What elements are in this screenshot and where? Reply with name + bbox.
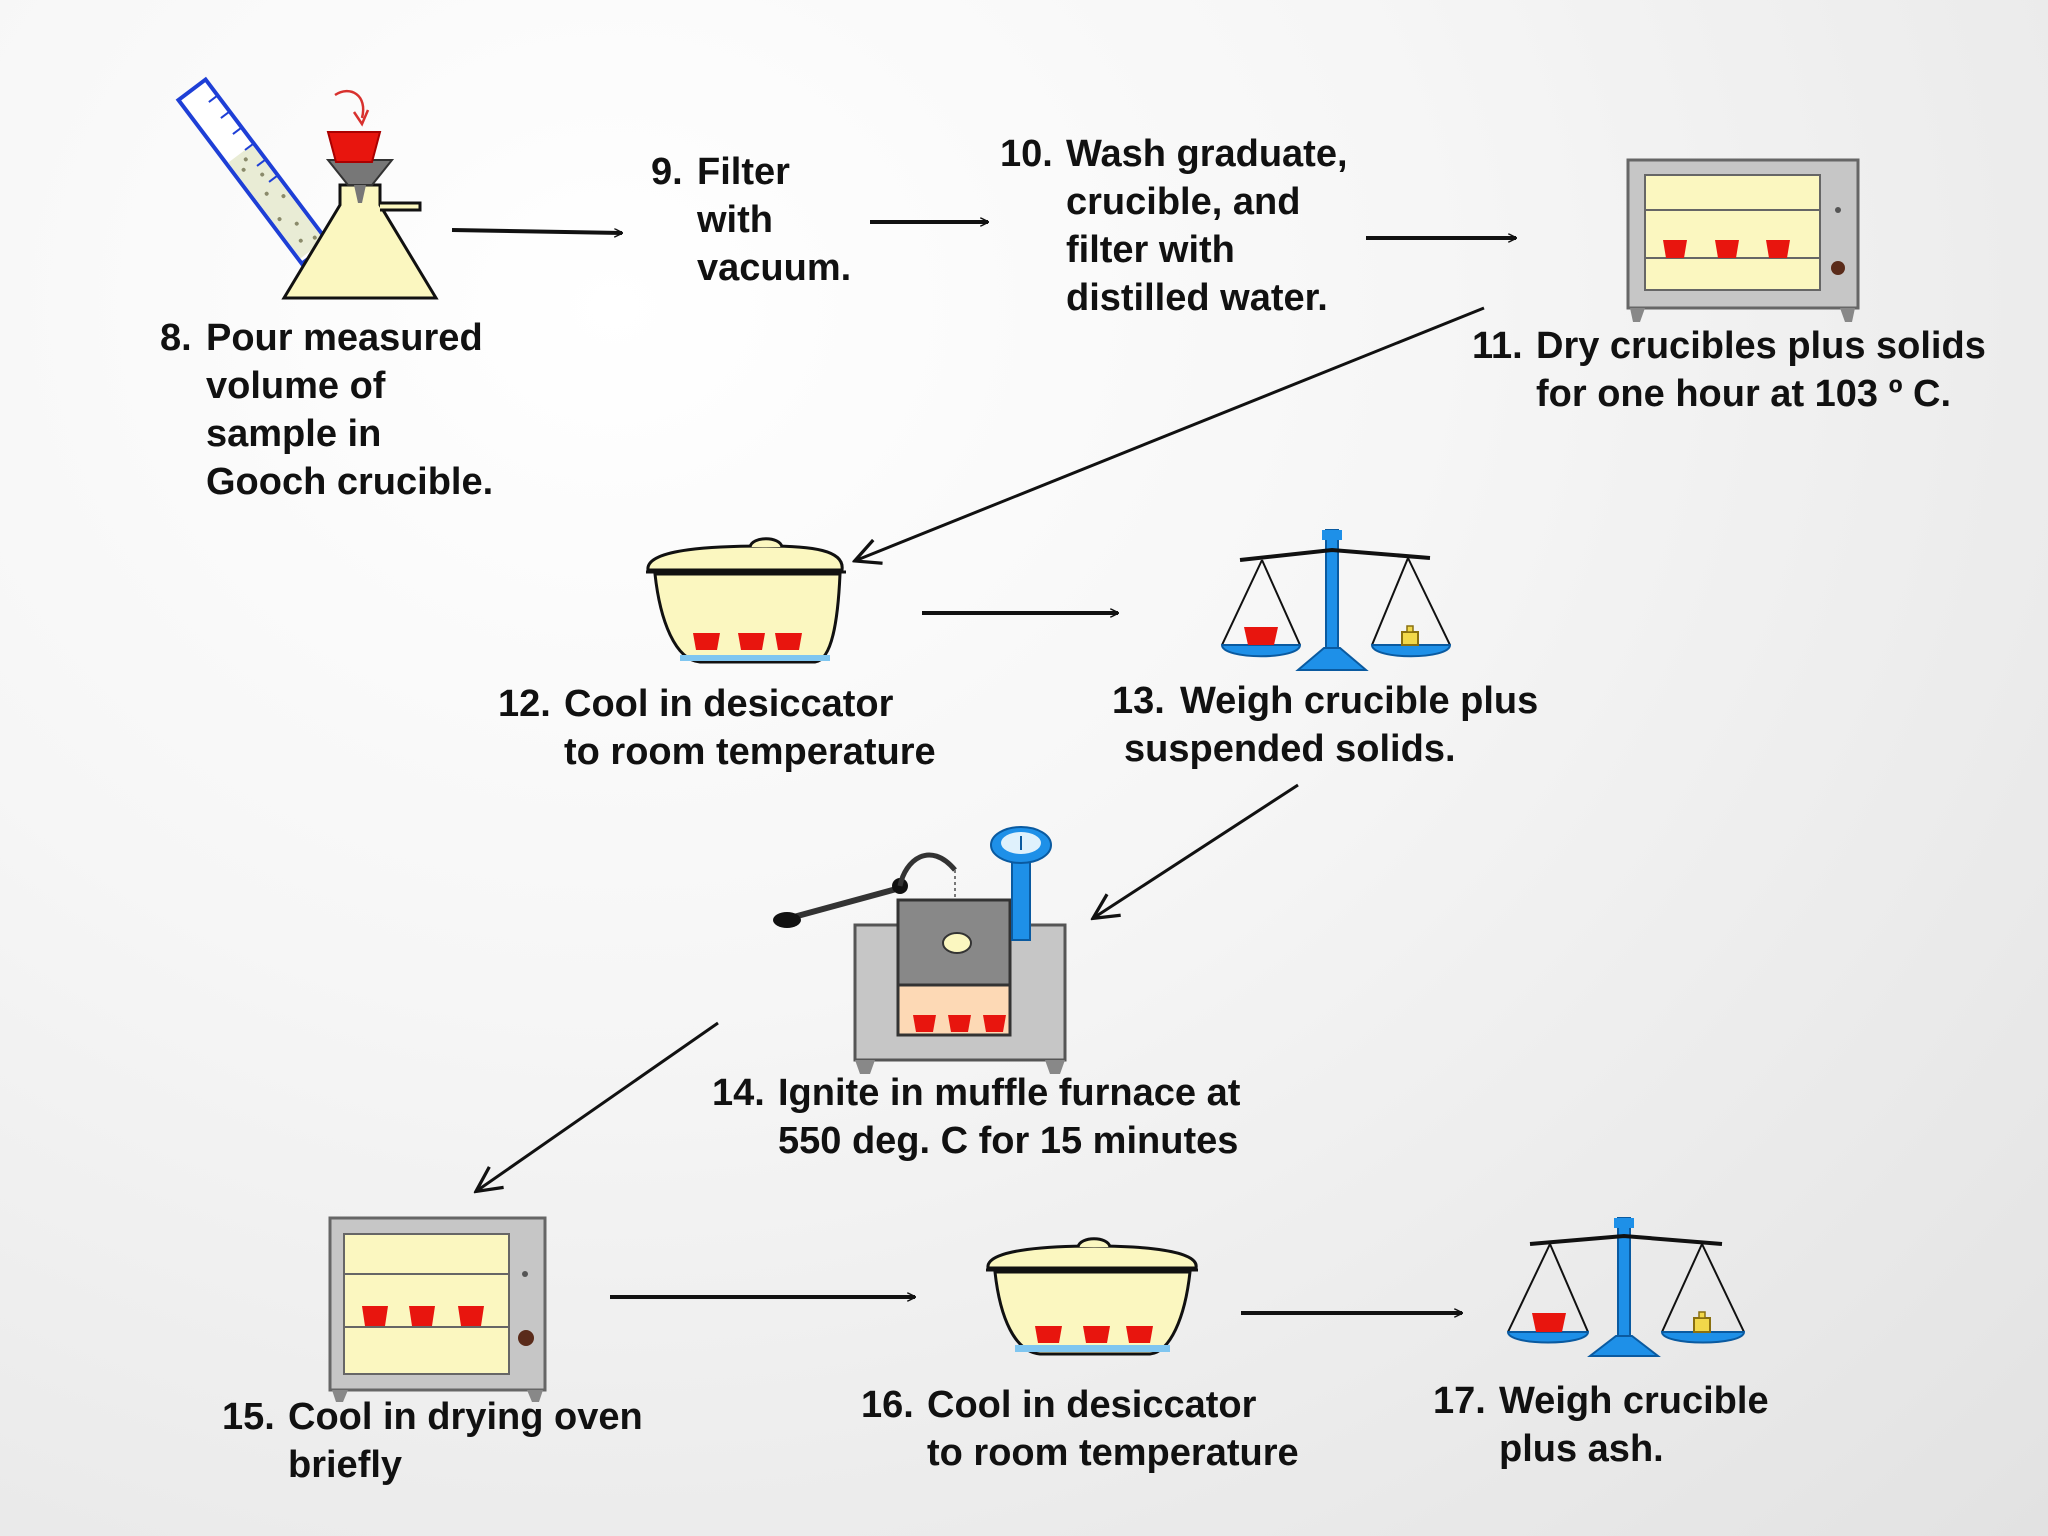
flow-arrows — [451, 222, 1516, 1313]
step-10-number: 10. — [1000, 133, 1053, 175]
drying-oven-icon — [328, 1216, 547, 1402]
step-15-number: 15. — [222, 1396, 275, 1438]
step-13-number: 13. — [1112, 680, 1165, 722]
step-10-line-1: Wash graduate, — [1066, 133, 1348, 175]
step-10-line-3: filter with — [1066, 229, 1235, 271]
arrow-11-to-12 — [857, 306, 1485, 560]
step-16-line-1: Cool in desiccator — [927, 1384, 1257, 1426]
step-13-label: 13. Weigh crucible plus suspended solids. — [1112, 677, 1538, 773]
step-9-line-1: Filter — [697, 151, 790, 193]
step-13-line-2: suspended solids. — [1124, 728, 1456, 770]
step-9-line-2: with — [697, 199, 773, 241]
step-12-line-2: to room temperature — [564, 731, 936, 773]
step-17-line-2: plus ash. — [1499, 1428, 1664, 1470]
step-16-label: 16. Cool in desiccator to room temperatur… — [861, 1381, 1299, 1477]
step-15-line-1: Cool in drying oven — [288, 1396, 643, 1438]
step-10-label: 10. Wash graduate, crucible, and filter w… — [1000, 130, 1348, 322]
step-10-line-2: crucible, and — [1066, 181, 1301, 223]
drying-oven-icon — [1626, 158, 1860, 322]
step-8-number: 8. — [160, 317, 192, 359]
step-9-line-3: vacuum. — [697, 247, 852, 289]
step-13-line-1: Weigh crucible plus — [1180, 680, 1539, 722]
step-14-line-2: 550 deg. C for 15 minutes — [778, 1120, 1239, 1162]
arrow-8-to-9 — [451, 228, 622, 233]
step-8-line-3: sample in — [206, 413, 382, 455]
arrow-14-to-15 — [478, 1021, 719, 1190]
step-8-line-4: Gooch crucible. — [206, 461, 494, 503]
step-12-line-1: Cool in desiccator — [564, 683, 894, 725]
step-14-line-1: Ignite in muffle furnace at — [778, 1072, 1241, 1114]
filter-flask-icon — [175, 76, 439, 300]
desiccator-icon — [986, 1237, 1198, 1356]
step-11-line-1: Dry crucibles plus solids — [1536, 325, 1986, 367]
muffle-furnace-icon — [773, 826, 1067, 1074]
step-12-number: 12. — [498, 683, 551, 725]
step-9-label: 9. Filter with vacuum. — [651, 148, 851, 292]
balance-scale-icon — [1506, 1217, 1746, 1357]
step-17-line-1: Weigh crucible — [1499, 1380, 1769, 1422]
balance-scale-icon — [1220, 529, 1452, 671]
step-11-line-2: for one hour at 103 º C. — [1536, 373, 1952, 415]
step-14-number: 14. — [712, 1072, 765, 1114]
arrow-13-to-14 — [1095, 783, 1299, 917]
step-17-label: 17. Weigh crucible plus ash. — [1433, 1377, 1769, 1473]
step-8-line-1: Pour measured — [206, 317, 483, 359]
step-16-number: 16. — [861, 1384, 914, 1426]
step-17-number: 17. — [1433, 1380, 1486, 1422]
step-16-line-2: to room temperature — [927, 1432, 1299, 1474]
step-11-label: 11. Dry crucibles plus solids for one hou… — [1472, 322, 1986, 418]
step-11-number: 11. — [1472, 325, 1523, 367]
step-9-number: 9. — [651, 151, 683, 193]
desiccator-icon — [646, 537, 846, 664]
step-14-label: 14. Ignite in muffle furnace at 550 deg. … — [712, 1069, 1240, 1165]
step-8-line-2: volume of — [206, 365, 386, 407]
step-10-line-4: distilled water. — [1066, 277, 1328, 319]
step-12-label: 12. Cool in desiccator to room temperatur… — [498, 680, 936, 776]
step-15-label: 15. Cool in drying oven briefly — [222, 1393, 643, 1489]
step-8-label: 8. Pour measured volume of sample in Gooc… — [160, 314, 493, 506]
step-15-line-2: briefly — [288, 1444, 403, 1486]
